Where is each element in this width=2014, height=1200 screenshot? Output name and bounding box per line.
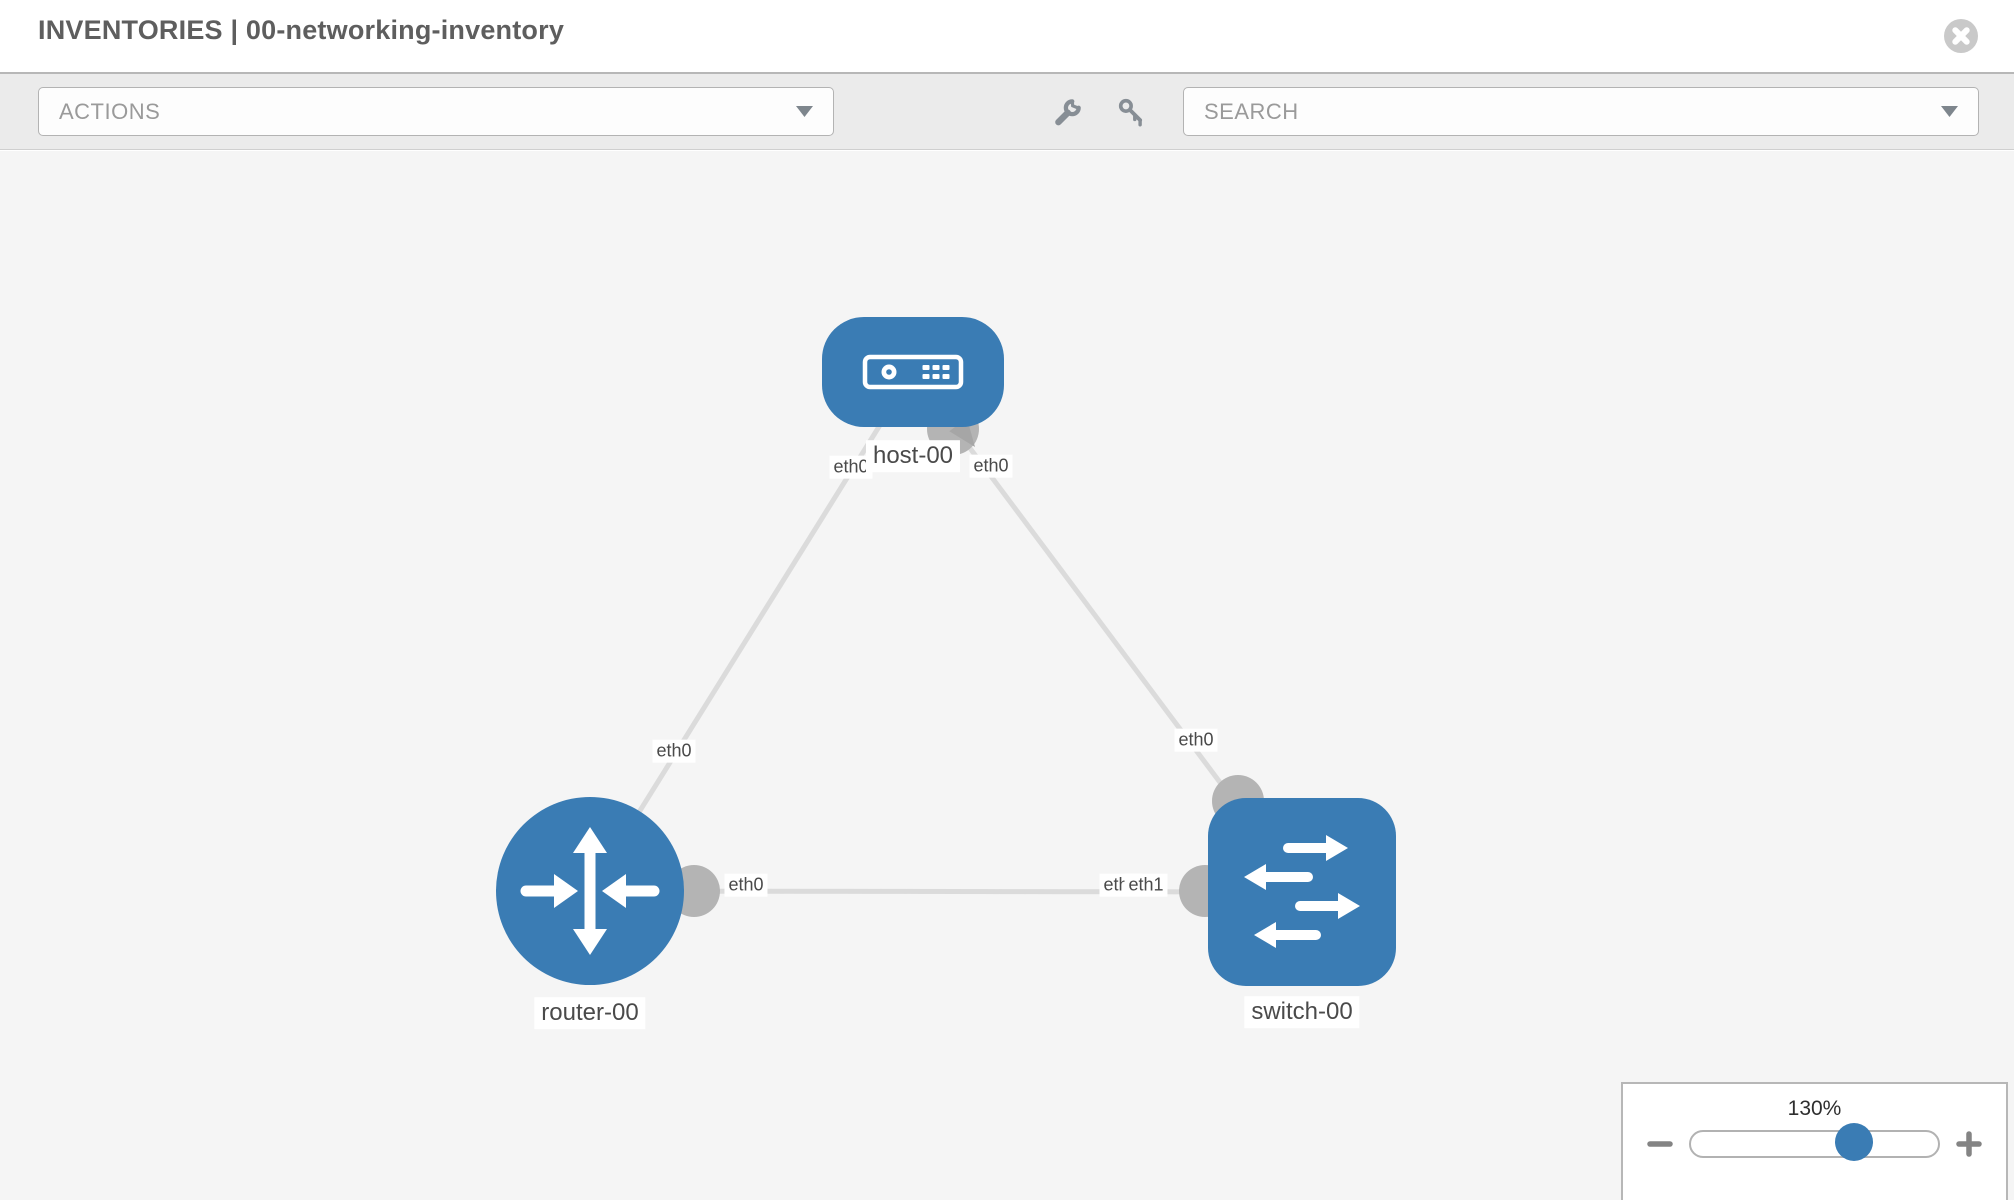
actions-dropdown[interactable]: ACTIONS: [38, 87, 834, 136]
interface-label: eth1: [1124, 873, 1168, 897]
plus-icon: [1956, 1131, 1982, 1157]
interface-label: eth0: [969, 454, 1013, 478]
x-circle-icon: [1944, 19, 1978, 53]
configure-tool-button[interactable]: [1052, 96, 1084, 128]
zoom-controls: [1623, 1123, 2006, 1161]
node-label-switch-00: switch-00: [1244, 996, 1360, 1028]
zoom-panel: 130%: [1621, 1082, 2008, 1200]
zoom-slider-thumb[interactable]: [1835, 1123, 1874, 1161]
host-icon: [862, 354, 964, 390]
zoom-in-button[interactable]: [1956, 1131, 1982, 1157]
node-host-00[interactable]: [822, 317, 1004, 427]
minus-icon: [1647, 1141, 1673, 1147]
router-icon: [520, 827, 660, 955]
titlebar: INVENTORIES | 00-networking-inventory: [0, 0, 2014, 72]
actions-dropdown-label: ACTIONS: [59, 98, 161, 124]
interface-label: eth0: [1174, 728, 1218, 752]
node-label-router-00: router-00: [534, 997, 646, 1029]
interface-label: eth0: [652, 739, 696, 763]
node-label-host-00: host-00: [865, 440, 961, 472]
page-title: INVENTORIES | 00-networking-inventory: [38, 15, 565, 45]
chevron-down-icon: [1941, 106, 1958, 117]
node-router-00[interactable]: [496, 797, 684, 985]
search-dropdown-label: SEARCH: [1204, 98, 1299, 124]
search-dropdown[interactable]: SEARCH: [1183, 87, 1979, 136]
zoom-slider[interactable]: [1689, 1123, 1940, 1161]
interface-label: eth0: [829, 455, 873, 479]
toolbar: ACTIONS: [0, 72, 2014, 150]
toolbar-tools: [1052, 74, 1148, 150]
interface-label: eth0: [724, 873, 768, 897]
chevron-down-icon: [796, 106, 813, 117]
zoom-level: 130%: [1787, 1097, 1842, 1120]
credentials-tool-button[interactable]: [1116, 96, 1148, 128]
key-icon: [1118, 98, 1143, 127]
topology-graph: [496, 317, 1396, 986]
switch-icon: [1244, 835, 1360, 948]
wrench-icon: [1055, 99, 1081, 126]
zoom-out-button[interactable]: [1647, 1131, 1673, 1157]
close-button[interactable]: [1944, 19, 1978, 53]
node-switch-00[interactable]: [1208, 798, 1396, 986]
